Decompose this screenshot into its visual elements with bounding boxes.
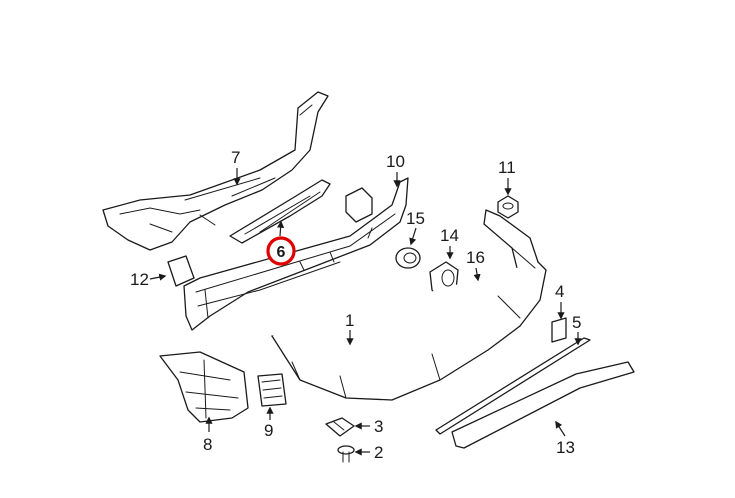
callout-6[interactable]: 6 — [277, 244, 286, 261]
callout-14[interactable]: 14 — [440, 226, 459, 245]
callout-15[interactable]: 15 — [406, 209, 425, 228]
part-1-bumper-cover[interactable] — [271, 209, 547, 401]
callout-12[interactable]: 12 — [130, 270, 149, 289]
callout-3[interactable]: 3 — [374, 417, 383, 436]
part-15-ring[interactable] — [395, 247, 421, 269]
callout-9[interactable]: 9 — [264, 421, 273, 440]
callout-2[interactable]: 2 — [374, 443, 383, 462]
callout-13[interactable]: 13 — [556, 438, 575, 457]
part-9-reflector[interactable] — [257, 373, 287, 407]
callout-11[interactable]: 11 — [498, 158, 516, 177]
callout-8[interactable]: 8 — [203, 435, 212, 454]
part-7-absorber-bracket[interactable] — [102, 91, 329, 251]
part-11-nut[interactable] — [497, 195, 519, 219]
part-8-side-bracket[interactable] — [159, 351, 249, 423]
callout-16[interactable]: 16 — [466, 248, 485, 267]
part-13-valance[interactable] — [451, 361, 635, 449]
part-10-impact-bar[interactable] — [183, 177, 409, 331]
part-6-reinforcement[interactable] — [229, 179, 331, 244]
part-2-screw[interactable] — [337, 445, 355, 463]
callout-7[interactable]: 7 — [231, 148, 240, 167]
part-3-clip[interactable] — [325, 417, 355, 437]
highlight-ring[interactable] — [266, 236, 296, 266]
part-5-trim-strip[interactable] — [435, 337, 591, 435]
part-12-bracket[interactable] — [167, 255, 195, 287]
leader-lines — [149, 168, 582, 456]
callout-1[interactable]: 1 — [345, 311, 354, 330]
callout-4[interactable]: 4 — [555, 282, 564, 301]
callout-5[interactable]: 5 — [572, 313, 581, 332]
part-4-plate[interactable] — [551, 317, 567, 343]
callout-10[interactable]: 10 — [386, 152, 405, 171]
callouts: 7 10 11 15 14 16 12 1 4 5 13 8 9 3 2 6 — [130, 148, 581, 462]
